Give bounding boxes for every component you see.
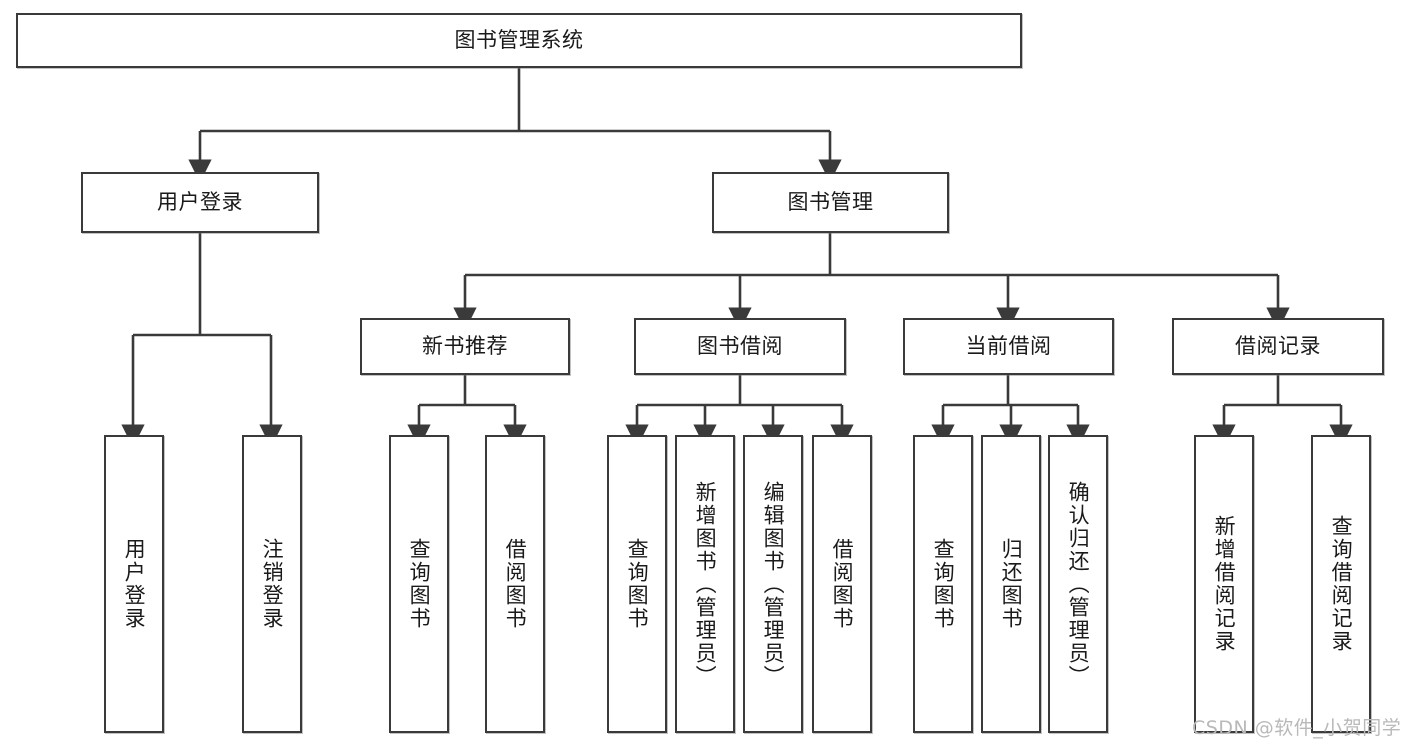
leaf-current-confirm-return-label: 确认归还（管理员） xyxy=(1066,480,1091,688)
node-user-login[interactable]: 用户登录 xyxy=(81,172,319,233)
leaf-borrow-add-book-label: 新增图书（管理员） xyxy=(693,480,718,688)
node-new-book-recommend-label: 新书推荐 xyxy=(422,334,508,359)
leaf-user-login-signout-label: 注销登录 xyxy=(260,538,285,630)
leaf-new-book-query[interactable]: 查询图书 xyxy=(389,435,449,733)
leaf-current-return-book-label: 归还图书 xyxy=(999,538,1024,630)
leaf-record-query[interactable]: 查询借阅记录 xyxy=(1311,435,1371,733)
node-new-book-recommend[interactable]: 新书推荐 xyxy=(360,318,570,375)
leaf-borrow-borrow-book-label: 借阅图书 xyxy=(830,538,855,630)
leaf-current-return-book[interactable]: 归还图书 xyxy=(981,435,1041,733)
leaf-current-query-book-label: 查询图书 xyxy=(931,538,956,630)
leaf-borrow-borrow-book[interactable]: 借阅图书 xyxy=(812,435,872,733)
node-borrow-record[interactable]: 借阅记录 xyxy=(1172,318,1384,375)
leaf-current-confirm-return[interactable]: 确认归还（管理员） xyxy=(1048,435,1108,733)
leaf-user-login-signout[interactable]: 注销登录 xyxy=(242,435,302,733)
node-book-management[interactable]: 图书管理 xyxy=(712,172,949,233)
node-current-borrow[interactable]: 当前借阅 xyxy=(903,318,1114,375)
watermark-text: CSDN @软件_小贺同学 xyxy=(1192,717,1402,739)
node-root[interactable]: 图书管理系统 xyxy=(16,13,1022,68)
node-borrow-record-label: 借阅记录 xyxy=(1235,334,1321,359)
leaf-new-book-borrow-label: 借阅图书 xyxy=(503,538,528,630)
leaf-current-query-book[interactable]: 查询图书 xyxy=(913,435,973,733)
node-book-borrow[interactable]: 图书借阅 xyxy=(634,318,846,375)
leaf-borrow-edit-book[interactable]: 编辑图书（管理员） xyxy=(743,435,803,733)
leaf-new-book-query-label: 查询图书 xyxy=(407,538,432,630)
leaf-borrow-edit-book-label: 编辑图书（管理员） xyxy=(761,480,786,688)
leaf-record-query-label: 查询借阅记录 xyxy=(1329,515,1354,653)
leaf-borrow-add-book[interactable]: 新增图书（管理员） xyxy=(675,435,735,733)
leaf-borrow-query-book-label: 查询图书 xyxy=(625,538,650,630)
leaf-borrow-query-book[interactable]: 查询图书 xyxy=(607,435,667,733)
leaf-user-login-signin-label: 用户登录 xyxy=(122,538,147,630)
leaf-user-login-signin[interactable]: 用户登录 xyxy=(104,435,164,733)
node-book-management-label: 图书管理 xyxy=(787,190,874,215)
leaf-new-book-borrow[interactable]: 借阅图书 xyxy=(485,435,545,733)
node-current-borrow-label: 当前借阅 xyxy=(965,334,1052,359)
leaf-record-add[interactable]: 新增借阅记录 xyxy=(1194,435,1254,733)
node-user-login-label: 用户登录 xyxy=(157,190,243,215)
node-root-label: 图书管理系统 xyxy=(454,28,584,53)
leaf-record-add-label: 新增借阅记录 xyxy=(1212,515,1237,653)
node-book-borrow-label: 图书借阅 xyxy=(697,334,783,359)
